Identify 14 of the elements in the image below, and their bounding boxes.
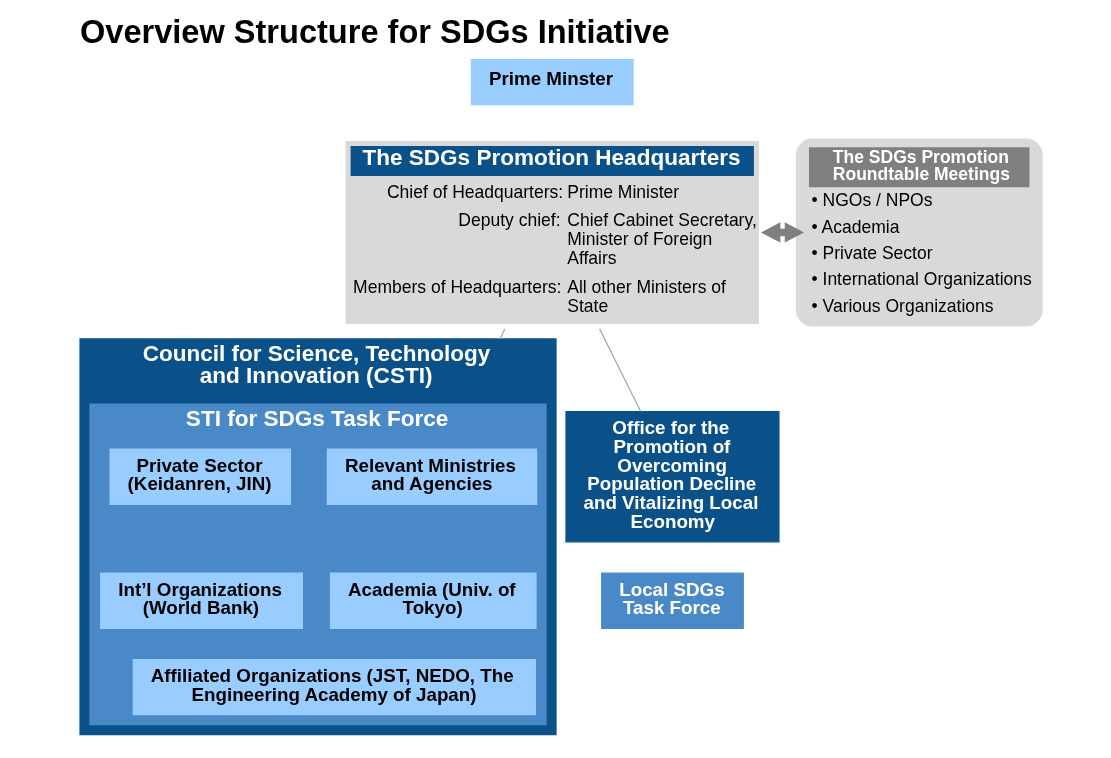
node-box: Prime Minster <box>470 58 634 106</box>
arrow <box>760 222 804 243</box>
node-box: Local SDGs Task Force <box>600 572 744 629</box>
node-box: Office for the Promotion of Overcoming Population Decline and Vitalizing Local Economy <box>564 410 780 543</box>
connector <box>498 328 506 340</box>
node-box: Relevant Ministries and Agencies <box>326 448 537 505</box>
node-box: Academia (Univ. of Tokyo) <box>329 572 537 629</box>
node-box: Private Sector (Keidanren, JIN) <box>108 448 291 505</box>
node-box: The SDGs Promotion Headquarters Chief of Headquarters: Prime Minister Deputy chief: Chief Cabinet Secretary, Minister of Foreign Affairs Members of Headquarters: All other Ministers of State <box>345 141 759 324</box>
connector <box>598 328 641 412</box>
diagram-title: Overview Structure for SDGs Initiative <box>79 14 670 51</box>
node-box: The SDGs Promotion Roundtable Meetings • NGOs / NPOs • Academia • Private Sector • International Organizations • Various Organizations <box>795 138 1043 327</box>
node-box: Affiliated Organizations (JST, NEDO, The Engineering Academy of Japan) <box>132 658 536 716</box>
node-box: Int’l Organizations (World Bank) <box>99 572 303 629</box>
